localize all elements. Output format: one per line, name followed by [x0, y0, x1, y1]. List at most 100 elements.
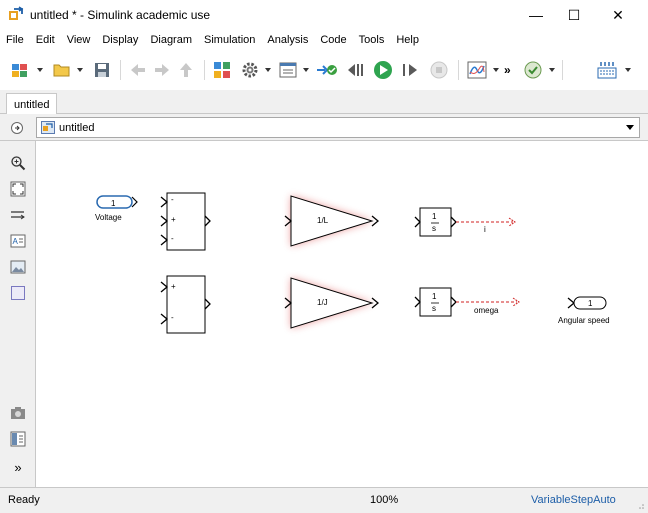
model-browser-button[interactable] [10, 431, 26, 447]
svg-text:A: A [13, 237, 19, 246]
build-icon [597, 62, 617, 79]
chevron-down-icon[interactable] [548, 66, 556, 74]
model-config-icon [279, 62, 297, 78]
annotation-button[interactable]: A [10, 233, 26, 249]
chevron-down-icon[interactable] [625, 124, 635, 132]
model-path-field[interactable]: untitled [36, 117, 640, 138]
gain-block-1-over-l[interactable] [284, 195, 380, 247]
model-icon [41, 121, 55, 134]
integrator1-denominator: s [432, 224, 436, 233]
menu-tools[interactable]: Tools [358, 34, 385, 46]
title-bar: untitled * - Simulink academic use — ☐ ✕ [0, 0, 648, 30]
chevron-down-icon[interactable] [36, 66, 44, 74]
integrator2-denominator: s [432, 304, 436, 313]
outport-angular-speed-block[interactable] [567, 296, 607, 310]
chevron-down-icon[interactable] [302, 66, 310, 74]
screenshot-icon [11, 407, 25, 419]
model-explorer-icon [214, 62, 230, 78]
menu-display[interactable]: Display [102, 34, 139, 46]
library-browser-button[interactable] [10, 60, 30, 80]
resize-grip-icon[interactable] [637, 502, 645, 510]
close-button[interactable]: ✕ [612, 6, 624, 23]
signal-label-omega: omega [474, 306, 499, 315]
chevron-down-icon[interactable] [492, 66, 500, 74]
menu-edit[interactable]: Edit [35, 34, 55, 46]
zoom-level: 100% [370, 494, 399, 506]
outport-label: Angular speed [558, 316, 610, 325]
inport-voltage-block[interactable] [96, 195, 138, 209]
toolbar-separator [458, 60, 459, 80]
data-inspector-icon [467, 61, 487, 79]
toolbar-separator [204, 60, 205, 80]
signal-routing-button[interactable] [10, 207, 26, 223]
fit-view-icon [10, 181, 26, 197]
integrator-block-1[interactable] [414, 207, 457, 237]
menu-code[interactable]: Code [320, 34, 347, 46]
signal-logging-button[interactable] [316, 60, 338, 80]
outport-number: 1 [588, 299, 593, 308]
area-button[interactable] [10, 285, 26, 301]
tab-untitled[interactable]: untitled [6, 93, 58, 115]
minimize-button[interactable]: — [529, 7, 543, 23]
expand-palette-button[interactable]: » [14, 459, 22, 475]
model-canvas[interactable]: 1 Voltage - + - + - 1/L 1/J 1 s 1 s i om… [37, 141, 648, 487]
model-tabstrip: untitled [0, 90, 648, 115]
status-bar: Ready 100% VariableStepAuto [0, 487, 648, 513]
settings-button[interactable] [240, 60, 260, 80]
chevron-down-icon[interactable] [76, 66, 84, 74]
menu-help[interactable]: Help [396, 34, 419, 46]
inport-label: Voltage [95, 213, 122, 222]
hide-browser-icon[interactable] [10, 121, 24, 135]
address-bar: untitled [0, 114, 648, 141]
sum1-sign-1: - [171, 195, 174, 204]
build-button[interactable] [596, 60, 618, 80]
sum1-sign-2: + [171, 215, 176, 224]
integrator1-numerator: 1 [432, 212, 437, 221]
step-back-icon [348, 64, 363, 76]
back-button[interactable] [128, 60, 148, 80]
signal-line-i[interactable] [456, 217, 516, 227]
run-button[interactable] [372, 60, 394, 80]
sum-block-2[interactable] [160, 275, 211, 334]
menu-simulation[interactable]: Simulation [204, 34, 256, 46]
model-advisor-icon [524, 61, 542, 79]
back-icon [131, 64, 145, 76]
save-button[interactable] [92, 60, 112, 80]
solver-link[interactable]: VariableStepAuto [531, 494, 616, 506]
image-button[interactable] [10, 259, 26, 275]
up-button[interactable] [176, 60, 196, 80]
step-back-button[interactable] [344, 60, 366, 80]
zoom-icon [11, 156, 26, 171]
toolbar-separator [562, 60, 563, 80]
model-config-button[interactable] [278, 60, 298, 80]
menu-analysis[interactable]: Analysis [267, 34, 309, 46]
data-inspector-button[interactable] [466, 60, 488, 80]
screenshot-button[interactable] [10, 405, 26, 421]
integrator-block-2[interactable] [414, 287, 457, 317]
step-forward-button[interactable] [400, 60, 422, 80]
model-explorer-button[interactable] [212, 60, 232, 80]
chevron-down-icon[interactable] [624, 66, 632, 74]
annotation-icon: A [10, 234, 26, 248]
forward-button[interactable] [152, 60, 172, 80]
chevron-down-icon[interactable] [264, 66, 272, 74]
step-forward-icon [403, 64, 417, 76]
sum2-sign-2: - [171, 313, 174, 322]
menu-diagram[interactable]: Diagram [150, 34, 193, 46]
fit-view-button[interactable] [10, 181, 26, 197]
model-path-text: untitled [59, 121, 95, 134]
stop-button[interactable] [428, 60, 450, 80]
open-button[interactable] [52, 60, 72, 80]
signal-logging-icon [317, 65, 337, 75]
stop-icon [430, 61, 448, 79]
menu-view[interactable]: View [66, 34, 91, 46]
zoom-button[interactable] [10, 155, 26, 171]
toolbar-more[interactable]: » [504, 63, 511, 77]
signal-line-omega[interactable] [456, 297, 520, 307]
sum-block-1[interactable] [160, 192, 211, 251]
gain-block-1-over-j[interactable] [284, 277, 380, 329]
settings-gear-icon [242, 62, 258, 78]
maximize-button[interactable]: ☐ [567, 6, 581, 23]
menu-file[interactable]: File [6, 34, 24, 46]
model-advisor-button[interactable] [522, 60, 544, 80]
